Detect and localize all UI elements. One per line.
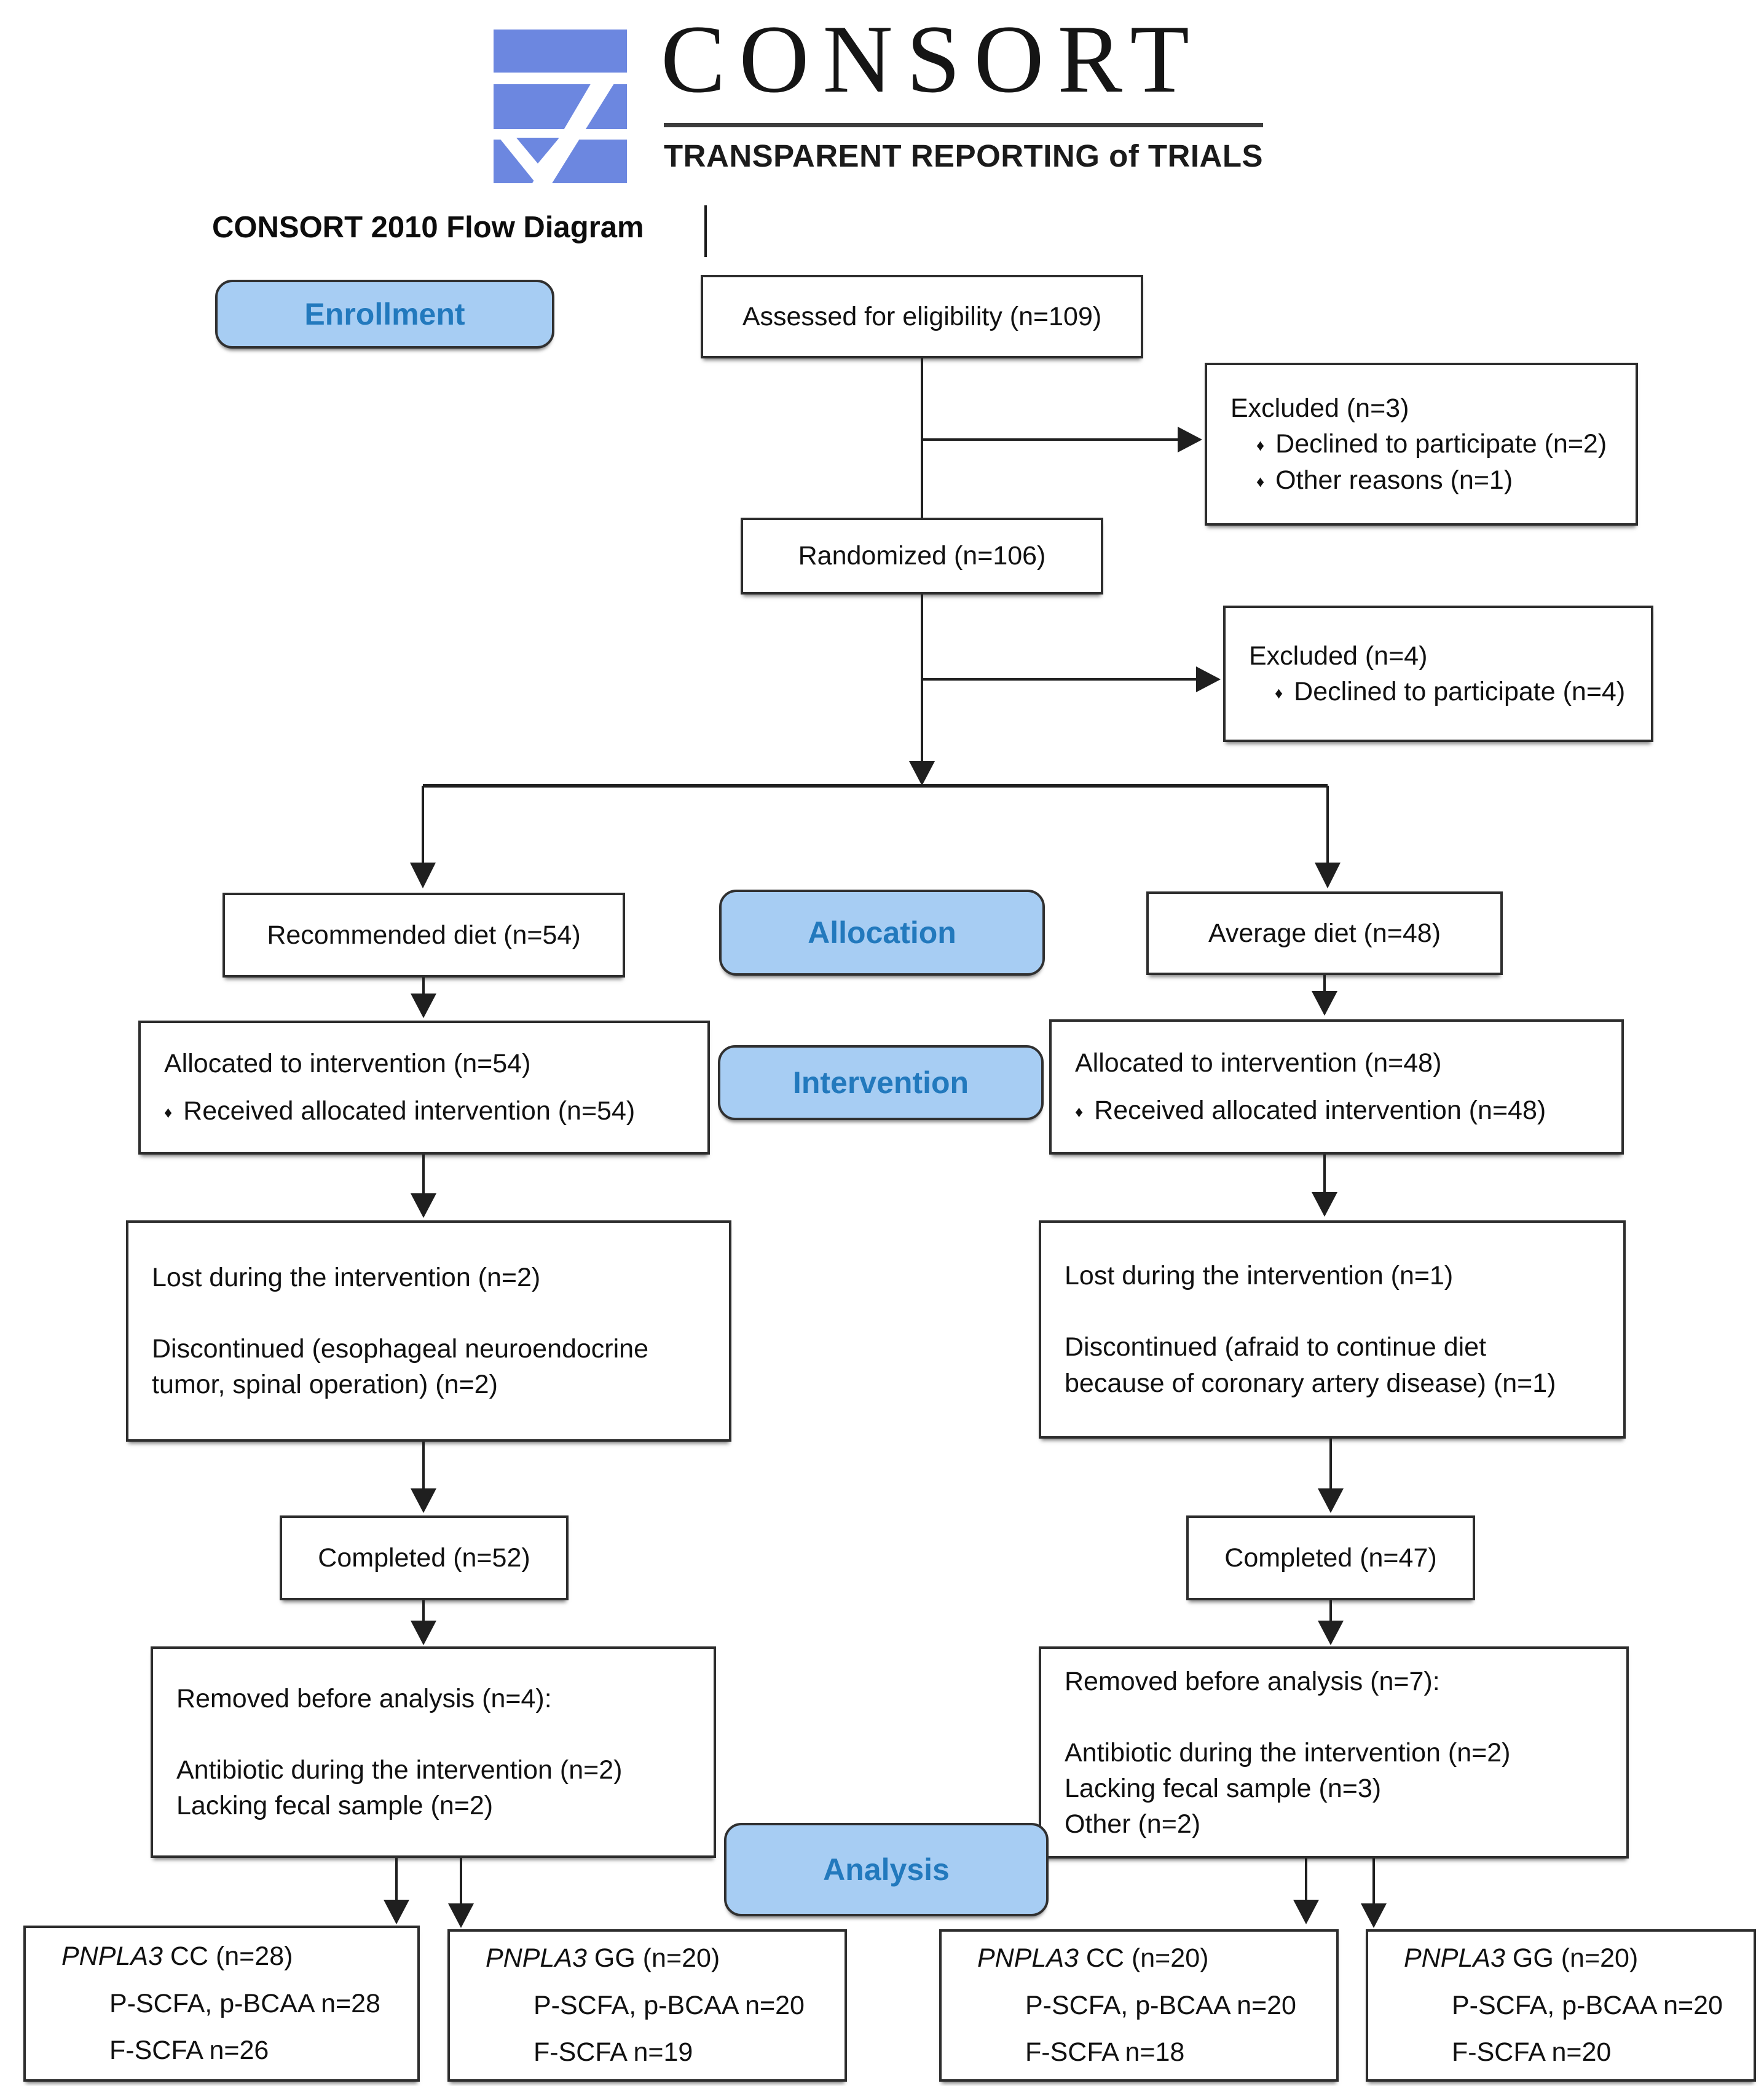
- bullet-text: Declined to participate (n=4): [1294, 677, 1626, 706]
- genotype-rest: CC (n=28): [162, 1942, 293, 1972]
- alloc-left-box: Allocated to intervention (n=54) ♦ Recei…: [138, 1021, 710, 1155]
- bullet-text: Received allocated intervention (n=48): [1094, 1096, 1546, 1125]
- stage-analysis: Analysis: [724, 1823, 1049, 1916]
- alloc-right-bullet: ♦ Received allocated intervention (n=48): [1075, 1087, 1603, 1134]
- removed-right-line: [1065, 1699, 1608, 1735]
- lost-right-line: because of coronary artery disease) (n=1…: [1065, 1368, 1556, 1398]
- genotype-rest: CC (n=20): [1078, 1943, 1209, 1973]
- arm-left-text: Recommended diet (n=54): [267, 920, 581, 950]
- genotype-line3: F-SCFA n=19: [534, 2037, 693, 2068]
- excluded-randomized-bullet: ♦ Declined to participate (n=4): [1275, 674, 1632, 709]
- excluded-enrollment-bullet: ♦ Other reasons (n=1): [1256, 462, 1617, 498]
- arm-right-box: Average diet (n=48): [1146, 891, 1503, 975]
- removed-right-line: Lacking fecal sample (n=3): [1065, 1773, 1382, 1803]
- gene-name: PNPLA3: [1404, 1943, 1505, 1973]
- genotype-line3: F-SCFA n=18: [1025, 2037, 1185, 2068]
- lost-right-line: Lost during the intervention (n=1): [1065, 1261, 1454, 1291]
- consort-tagline: TRANSPARENT REPORTING of TRIALS: [664, 138, 1264, 173]
- assessed-text: Assessed for eligibility (n=109): [742, 301, 1102, 331]
- removed-left-line: Lacking fecal sample (n=2): [176, 1791, 494, 1821]
- genotype-box-gg-right: PNPLA3 GG (n=20) P-SCFA, p-BCAA n=20 F-S…: [1366, 1929, 1756, 2082]
- page-title: CONSORT 2010 Flow Diagram: [212, 211, 644, 244]
- genotype-box-cc-left: PNPLA3 CC (n=28) P-SCFA, p-BCAA n=28 F-S…: [23, 1926, 420, 2082]
- excluded-enrollment-bullet: ♦ Declined to participate (n=2): [1256, 426, 1617, 462]
- stage-intervention: Intervention: [718, 1045, 1044, 1120]
- bullet-text: Declined to participate (n=2): [1275, 429, 1607, 459]
- removed-right-line: Removed before analysis (n=7):: [1065, 1666, 1440, 1696]
- removed-left-line: Removed before analysis (n=4):: [176, 1683, 552, 1713]
- genotype-title: PNPLA3 GG (n=20): [1404, 1935, 1739, 1982]
- excluded-randomized-title: Excluded (n=4): [1249, 641, 1428, 671]
- alloc-right-box: Allocated to intervention (n=48) ♦ Recei…: [1049, 1019, 1624, 1155]
- completed-left-box: Completed (n=52): [280, 1515, 569, 1600]
- genotype-line3: F-SCFA n=26: [109, 2036, 269, 2066]
- completed-right-text: Completed (n=47): [1224, 1543, 1437, 1573]
- logo-divider: [664, 123, 1263, 127]
- excluded-enrollment-box: Excluded (n=3) ♦ Declined to participate…: [1205, 363, 1638, 526]
- alloc-right-line1: Allocated to intervention (n=48): [1075, 1048, 1442, 1078]
- genotype-line2: P-SCFA, p-BCAA n=28: [109, 1988, 380, 2018]
- excluded-randomized-box: Excluded (n=4) ♦ Declined to participate…: [1223, 606, 1653, 742]
- genotype-title: PNPLA3 CC (n=20): [977, 1935, 1321, 1982]
- randomized-text: Randomized (n=106): [798, 541, 1046, 571]
- completed-left-text: Completed (n=52): [318, 1543, 530, 1573]
- lost-right-line: Discontinued (afraid to continue diet: [1065, 1332, 1487, 1362]
- text-cursor[interactable]: [704, 205, 707, 257]
- arm-right-text: Average diet (n=48): [1208, 918, 1441, 948]
- removed-right-box: Removed before analysis (n=7): Antibioti…: [1039, 1646, 1629, 1859]
- diamond-bullet-icon: ♦: [1275, 685, 1283, 702]
- alloc-left-bullet: ♦ Received allocated intervention (n=54): [164, 1088, 689, 1135]
- diamond-bullet-icon: ♦: [1075, 1104, 1084, 1121]
- excluded-enrollment-title: Excluded (n=3): [1230, 393, 1409, 424]
- gene-name: PNPLA3: [61, 1942, 163, 1972]
- genotype-line2: P-SCFA, p-BCAA n=20: [1452, 1990, 1723, 2020]
- gene-name: PNPLA3: [486, 1943, 587, 1973]
- removed-left-line: Antibiotic during the intervention (n=2): [176, 1755, 623, 1785]
- lost-left-box: Lost during the intervention (n=2) Disco…: [126, 1220, 731, 1442]
- genotype-line3: F-SCFA n=20: [1452, 2037, 1612, 2068]
- stage-enrollment: Enrollment: [215, 280, 554, 349]
- genotype-title: PNPLA3 GG (n=20): [486, 1935, 830, 1982]
- lost-left-line: Lost during the intervention (n=2): [152, 1262, 541, 1292]
- consort-wordmark: CONSORT: [661, 6, 1203, 113]
- genotype-box-cc-right: PNPLA3 CC (n=20) P-SCFA, p-BCAA n=20 F-S…: [939, 1929, 1339, 2082]
- removed-right-line: Antibiotic during the intervention (n=2): [1065, 1737, 1511, 1768]
- lost-left-line: tumor, spinal operation) (n=2): [152, 1370, 498, 1400]
- genotype-title: PNPLA3 CC (n=28): [61, 1933, 403, 1980]
- bullet-text: Received allocated intervention (n=54): [183, 1096, 636, 1126]
- diamond-bullet-icon: ♦: [1256, 437, 1265, 455]
- diamond-bullet-icon: ♦: [1256, 473, 1265, 491]
- arm-left-box: Recommended diet (n=54): [222, 893, 625, 978]
- diamond-bullet-icon: ♦: [164, 1104, 173, 1121]
- assessed-box: Assessed for eligibility (n=109): [701, 275, 1143, 358]
- genotype-box-gg-left: PNPLA3 GG (n=20) P-SCFA, p-BCAA n=20 F-S…: [447, 1929, 847, 2082]
- gene-name: PNPLA3: [977, 1943, 1079, 1973]
- lost-left-line: Discontinued (esophageal neuroendocrine: [152, 1333, 649, 1364]
- consort-logo-icon: [494, 30, 627, 184]
- removed-left-box: Removed before analysis (n=4): Antibioti…: [151, 1646, 716, 1858]
- genotype-line2: P-SCFA, p-BCAA n=20: [534, 1990, 805, 2020]
- alloc-left-line1: Allocated to intervention (n=54): [164, 1048, 531, 1078]
- removed-right-line: Other (n=2): [1065, 1809, 1201, 1839]
- stage-allocation: Allocation: [719, 890, 1045, 976]
- randomized-box: Randomized (n=106): [741, 518, 1103, 595]
- bullet-text: Other reasons (n=1): [1275, 465, 1513, 495]
- lost-right-box: Lost during the intervention (n=1) Disco…: [1039, 1220, 1626, 1439]
- genotype-rest: GG (n=20): [586, 1943, 720, 1973]
- genotype-line2: P-SCFA, p-BCAA n=20: [1025, 1990, 1296, 2020]
- genotype-rest: GG (n=20): [1505, 1943, 1639, 1973]
- completed-right-box: Completed (n=47): [1186, 1515, 1475, 1600]
